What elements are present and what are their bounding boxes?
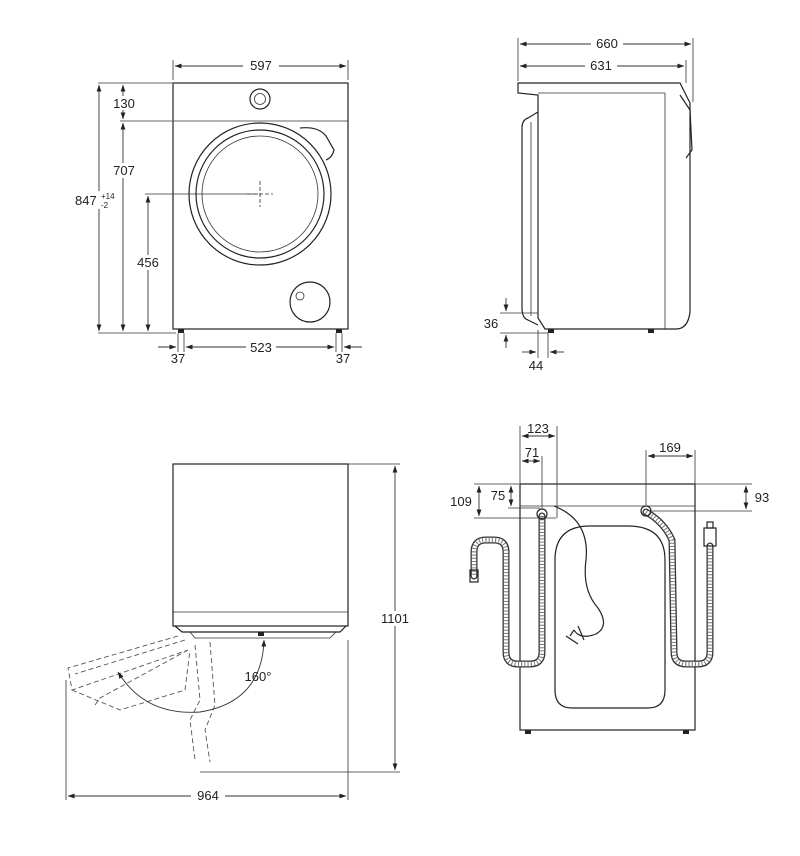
dim-depth-total-label: 660 <box>596 36 618 51</box>
front-body-outline <box>172 82 349 330</box>
foot-left <box>178 329 184 333</box>
pump-filter-knob <box>295 291 305 301</box>
dim-drain-offset-label: 123 <box>527 421 549 436</box>
drain-hose <box>469 512 546 668</box>
dim-foot-height-label: 36 <box>484 316 498 331</box>
dim-foot-span-label: 523 <box>250 340 272 355</box>
open-door-outline <box>67 635 216 763</box>
rear-panel-cover <box>554 525 666 709</box>
power-cable <box>553 505 605 637</box>
side-view: 660 631 36 44 <box>484 36 694 373</box>
machine-top-outline <box>172 463 349 627</box>
dim-width-label: 597 <box>250 58 272 73</box>
dim-depth-with-door-label: 964 <box>197 788 219 803</box>
dim-drain-height-label: 75 <box>491 488 505 503</box>
dim-body-label: 707 <box>113 163 135 178</box>
dim-depth-body-label: 631 <box>590 58 612 73</box>
dim-foot-right-label: 37 <box>336 351 350 366</box>
foot-right <box>336 329 342 333</box>
dim-panel-label: 130 <box>113 96 135 111</box>
dim-height-with-door-label: 1101 <box>381 611 409 626</box>
dim-foot-setback-label: 44 <box>529 358 543 373</box>
program-knob-inner <box>254 93 266 105</box>
rear-body-outline <box>519 483 696 731</box>
door-angle-arc <box>117 639 267 713</box>
power-plug <box>565 625 585 645</box>
dim-right-offset-label: 169 <box>659 440 681 455</box>
dim-total-height-label: 847 <box>75 193 97 208</box>
door-handle <box>299 127 335 161</box>
program-knob <box>249 88 271 110</box>
tolerance-minus: -2 <box>101 201 109 210</box>
dim-right-height-label: 93 <box>755 490 769 505</box>
rear-view: 123 71 109 75 169 93 <box>449 421 769 734</box>
inlet-hose <box>642 508 717 668</box>
side-door-bulge <box>521 111 539 326</box>
tolerance-plus: +14 <box>101 192 115 201</box>
dim-foot-left-label: 37 <box>171 351 185 366</box>
side-rear-bracket <box>679 94 693 159</box>
water-inlet <box>640 505 652 517</box>
door-angle-label: 160° <box>245 669 272 684</box>
side-body-outline <box>517 82 691 330</box>
dim-door-center-label: 456 <box>137 255 159 270</box>
door-open-view: 160° 1101 964 <box>65 463 412 803</box>
front-view: 597 130 707 847 +14 -2 456 523 3 <box>72 58 362 366</box>
dim-inlet-offset-label: 71 <box>525 445 539 460</box>
door-base <box>174 625 347 633</box>
pump-filter-cover <box>289 281 331 323</box>
drain-outlet <box>536 508 548 520</box>
dim-inlet-height-label: 109 <box>450 494 472 509</box>
